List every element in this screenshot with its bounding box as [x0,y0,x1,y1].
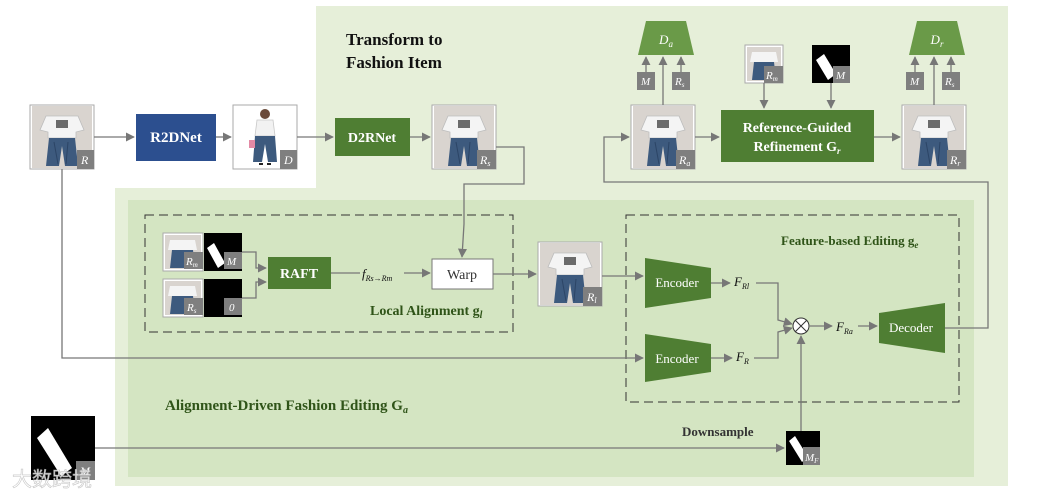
image-Rs: Rs [431,104,497,170]
raft-block [268,257,331,289]
svg-text:Rs: Rs [674,76,685,89]
image-Rm-top: Rm [744,44,784,84]
svg-text:Ra: Ra [678,153,690,168]
svg-text:Rs: Rs [186,302,197,315]
svg-text:M: M [909,76,920,88]
mask-M-top: M [812,45,850,83]
svg-text:Encoder: Encoder [655,275,699,290]
local-alignment-title: Local Alignment gl [370,304,483,321]
svg-text:M: M [226,256,237,268]
svg-text:Encoder: Encoder [655,351,699,366]
raft-label: RAFT [280,267,319,282]
feature-FRa: FRa [835,319,853,336]
image-Rm-local: Rm [162,232,204,272]
image-D: D [232,104,298,170]
watermark-text: 大数跨境 [12,468,92,491]
mask-M-input: M [31,416,95,480]
svg-text:Da: Da [658,32,673,49]
r2dnet-block [136,114,216,161]
svg-text:M: M [640,76,651,88]
transform-title-line2: Fashion Item [346,53,442,72]
warp-label: Warp [447,268,477,283]
feature-editing-title: Feature-based Editing ge [781,233,918,250]
d2rnet-block [335,118,410,156]
svg-text:Rr: Rr [949,153,961,168]
image-Ra: Ra [630,104,696,170]
flow-label: fRs→Rm [362,266,393,283]
feature-FRl: FRl [733,274,750,291]
warp-block [431,258,494,290]
mask-MF: MF [786,431,820,465]
image-Rl: Rl [537,241,603,307]
encoder-top [645,258,711,308]
discriminator-Da [638,21,694,55]
arrows [61,56,989,453]
svg-text:Decoder: Decoder [889,320,934,335]
svg-text:Rm: Rm [185,256,198,269]
disc-r-inputs: M Rs [906,72,960,90]
svg-text:MF: MF [804,452,819,465]
mask-M-local: M [204,233,242,271]
disc-a-inputs: M Rs [637,72,690,90]
svg-text:Dr: Dr [930,32,944,49]
svg-text:R: R [80,153,89,167]
svg-text:M: M [79,464,91,478]
svg-text:0: 0 [229,302,235,314]
alignment-editing-title: Alignment-Driven Fashion Editing Ga [165,398,408,416]
image-Rs-local: Rs [162,278,204,318]
svg-text:D: D [283,153,293,167]
svg-text:Rl: Rl [586,290,597,305]
encoder-bottom [645,334,711,382]
refinement-label-line1: Reference-Guided [743,121,852,136]
r2dnet-label: R2DNet [150,130,202,146]
d2rnet-label: D2RNet [348,131,397,146]
downsample-label: Downsample [682,424,754,439]
image-R: R [29,104,95,170]
svg-text:Rm: Rm [765,70,778,83]
feature-FR: FR [735,349,749,366]
svg-text:M: M [835,70,846,82]
decoder [879,303,945,353]
discriminator-Dr [909,21,965,55]
svg-text:Rs: Rs [944,76,955,89]
feature-editing-box [625,214,960,403]
refinement-label-line2: Refinement Gr [753,140,841,156]
svg-text:Rs: Rs [479,153,490,168]
refinement-block [721,110,874,162]
image-Rr: Rr [901,104,967,170]
mask-zero-local: 0 [204,279,242,317]
transform-title-line1: Transform to [346,30,442,49]
